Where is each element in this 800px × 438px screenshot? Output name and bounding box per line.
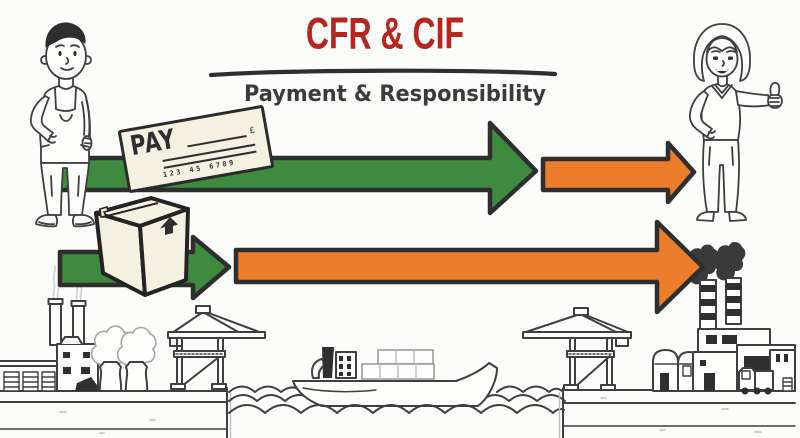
check-pay-label: PAY <box>127 123 179 163</box>
page-title: CFR & CIF <box>305 9 465 59</box>
delivery-truck <box>738 367 774 395</box>
container-ship <box>292 347 498 407</box>
payment-arrow-buyer-leg <box>540 140 697 205</box>
barrel <box>782 377 793 392</box>
front-wave <box>228 404 565 414</box>
box-right-face <box>138 207 190 297</box>
check-amount-mark: £ <box>248 124 256 136</box>
cooling-towers <box>90 325 157 392</box>
seller-body <box>29 78 95 228</box>
factory-right <box>685 241 796 395</box>
buyer-character <box>688 23 783 222</box>
ship-hull <box>292 362 498 407</box>
factory-chimneys-left <box>47 265 87 346</box>
warehouse-building <box>0 360 59 392</box>
package-box-icon <box>94 196 190 297</box>
buyer-head <box>693 23 751 82</box>
gantry-crane-left <box>167 305 266 390</box>
ship-funnel <box>322 347 334 378</box>
steam-cloud-icon <box>116 326 157 368</box>
title-underline <box>208 68 558 78</box>
seller-character <box>29 22 95 228</box>
page-subtitle: Payment & Responsibility <box>243 82 547 107</box>
seller-head <box>40 22 92 80</box>
goods-arrow-buyer-leg <box>233 219 706 315</box>
chimney-smoke-icon <box>52 265 83 302</box>
box-tape-flap <box>99 206 109 218</box>
bob-hair <box>693 23 751 82</box>
this-side-up-arrow-icon <box>160 217 178 235</box>
thumbs-up-arm <box>735 90 771 108</box>
gantry-crane-right <box>522 307 632 391</box>
chimney-smoke-icon <box>712 241 746 281</box>
buyer-body <box>688 75 783 222</box>
